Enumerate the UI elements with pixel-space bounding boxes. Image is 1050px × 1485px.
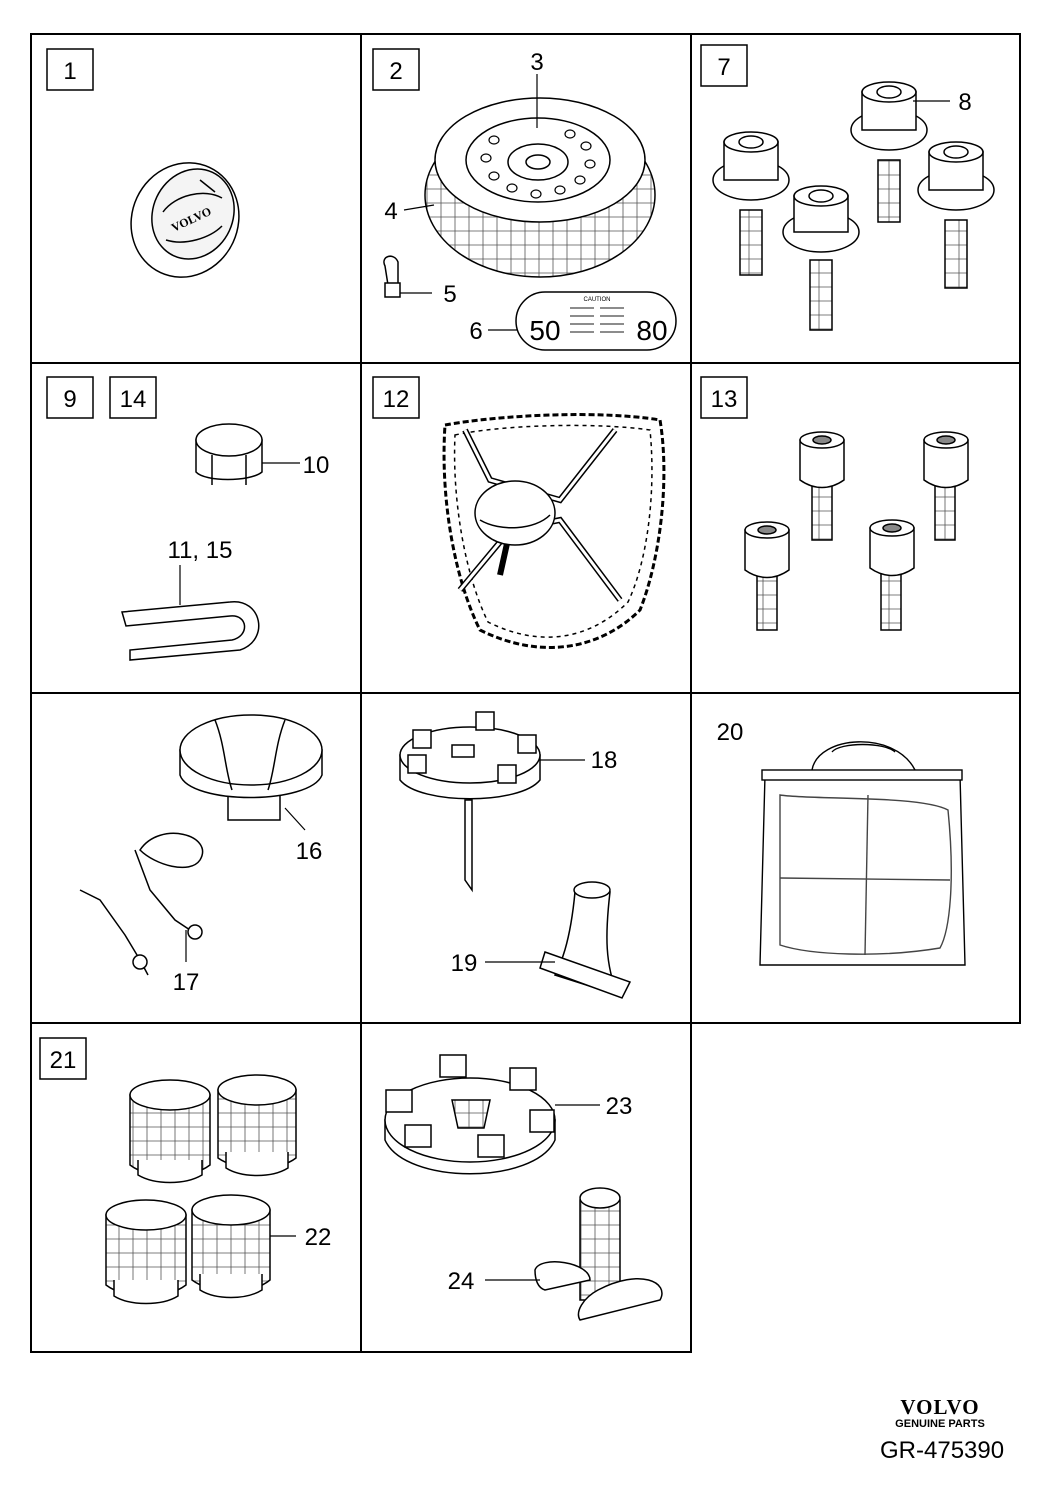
panel-13: 13 bbox=[700, 376, 969, 631]
locking-bolts-illustration bbox=[744, 431, 969, 631]
callout-24: 24 bbox=[448, 1268, 475, 1295]
brand-logo: VOLVO bbox=[900, 1395, 980, 1419]
holder-nut-illustration bbox=[539, 881, 632, 999]
panel-ref-box bbox=[39, 1037, 87, 1080]
decal-speed-left: 50 bbox=[529, 315, 560, 346]
panel-ref-number: 21 bbox=[50, 1047, 77, 1074]
holder-bolt-illustration bbox=[534, 1187, 663, 1321]
callout-11-15: 11, 15 bbox=[168, 537, 233, 564]
callout-10: 10 bbox=[303, 452, 330, 479]
snow-chain-illustration bbox=[442, 413, 666, 649]
panel-ref-number: 7 bbox=[717, 54, 730, 81]
illustration-reference: GR-475390 bbox=[880, 1437, 1005, 1464]
panel-grid bbox=[30, 33, 1021, 1353]
holder-plate-illustration bbox=[384, 1054, 556, 1175]
callout-23: 23 bbox=[606, 1093, 633, 1120]
spare-wheel-illustration bbox=[424, 97, 656, 278]
panel-20: 20 bbox=[717, 719, 966, 966]
brand-mark: VOLVO GENUINE PARTS bbox=[860, 1395, 1020, 1430]
panel-7: 7 bbox=[700, 44, 995, 331]
leader-lines bbox=[485, 1104, 600, 1281]
callout-3: 3 bbox=[530, 49, 543, 76]
panel-16-17: 16 17 bbox=[79, 714, 323, 996]
strap-illustration bbox=[79, 832, 204, 976]
bolt-cap-illustration bbox=[195, 423, 263, 485]
panel-23-24: 23 24 bbox=[384, 1054, 663, 1321]
panel-12: 12 bbox=[372, 376, 666, 649]
panel-9-14: 9 14 10 11, 15 bbox=[46, 376, 330, 661]
panel-18-19: 18 19 bbox=[399, 711, 632, 999]
panel-ref-number: 14 bbox=[120, 386, 147, 413]
callout-17: 17 bbox=[173, 969, 200, 996]
callout-20: 20 bbox=[717, 719, 744, 746]
leader-lines bbox=[485, 759, 585, 963]
storage-bag-illustration bbox=[759, 741, 966, 966]
leader-lines bbox=[185, 807, 306, 962]
panel-21: 21 22 bbox=[39, 1037, 332, 1305]
wheel-holder-illustration bbox=[399, 711, 541, 893]
storage-lid-illustration bbox=[179, 714, 323, 821]
decal-illustration: 50 80 CAUTION bbox=[515, 291, 677, 351]
callout-19: 19 bbox=[451, 950, 478, 977]
valve-illustration bbox=[383, 255, 401, 298]
panel-1: 1 VOLVO bbox=[46, 48, 240, 278]
callout-22: 22 bbox=[305, 1224, 332, 1251]
leader-lines bbox=[179, 462, 300, 605]
callout-16: 16 bbox=[296, 838, 323, 865]
panel-ref-box bbox=[46, 48, 94, 91]
panel-ref-box bbox=[46, 376, 94, 419]
panel-ref-box bbox=[700, 44, 748, 87]
decal-speed-right: 80 bbox=[636, 315, 667, 346]
panel-ref-number: 2 bbox=[389, 58, 402, 85]
brand-subtitle: GENUINE PARTS bbox=[895, 1418, 985, 1430]
callout-18: 18 bbox=[591, 747, 618, 774]
callout-4: 4 bbox=[384, 198, 397, 225]
callout-6: 6 bbox=[469, 318, 482, 345]
panel-ref-box bbox=[372, 376, 420, 419]
panel-ref-box bbox=[700, 376, 748, 419]
wheel-bolts-illustration bbox=[712, 81, 995, 331]
valve-caps-illustration bbox=[105, 1074, 297, 1305]
leader-lines bbox=[400, 74, 538, 331]
panel-ref-box bbox=[372, 48, 420, 91]
panel-ref-number: 9 bbox=[63, 386, 76, 413]
removal-tool-illustration bbox=[121, 601, 260, 661]
panel-ref-number: 13 bbox=[711, 386, 738, 413]
panel-ref-number: 12 bbox=[383, 386, 410, 413]
panel-ref-number: 1 bbox=[63, 58, 76, 85]
centre-cap-illustration: VOLVO bbox=[130, 162, 240, 278]
panel-ref-box bbox=[109, 376, 157, 419]
decal-heading: CAUTION bbox=[584, 297, 611, 303]
panel-2: 2 50 80 CAUTION bbox=[372, 48, 677, 351]
callout-8: 8 bbox=[958, 89, 971, 116]
callout-5: 5 bbox=[443, 281, 456, 308]
